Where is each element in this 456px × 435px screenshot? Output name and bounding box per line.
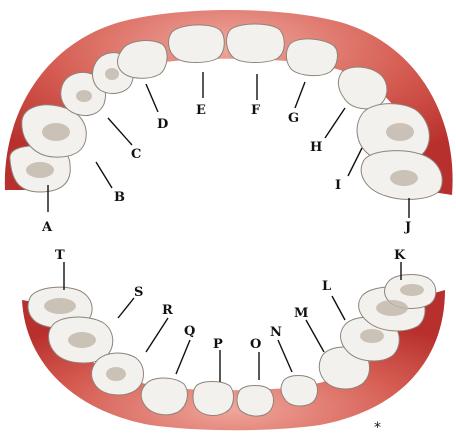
label-h: H bbox=[310, 140, 322, 155]
label-d: D bbox=[157, 117, 168, 132]
label-j: J bbox=[404, 220, 411, 235]
tooth-upper-canine-right bbox=[338, 67, 387, 109]
tooth-lower-canine-left bbox=[193, 382, 233, 416]
label-s: S bbox=[134, 285, 143, 300]
label-i: I bbox=[335, 178, 341, 193]
label-p: P bbox=[213, 337, 223, 352]
tooth-upper-canine-left bbox=[118, 41, 168, 79]
label-b: B bbox=[114, 190, 125, 205]
label-c: C bbox=[131, 147, 141, 162]
label-m: M bbox=[294, 306, 308, 321]
label-a: A bbox=[41, 220, 53, 235]
label-e: E bbox=[196, 103, 206, 118]
label-r: R bbox=[162, 303, 173, 318]
tooth-upper-central bbox=[227, 24, 285, 63]
label-t: T bbox=[55, 248, 65, 263]
tooth-lower-incisor-left bbox=[237, 386, 273, 417]
tooth-upper-lateral-right bbox=[286, 39, 337, 76]
label-g: G bbox=[288, 111, 299, 126]
footnote-asterisk: * bbox=[374, 420, 381, 435]
label-o: O bbox=[250, 337, 261, 352]
tooth-lower-incisor-right bbox=[281, 376, 317, 407]
label-n: N bbox=[270, 325, 282, 340]
label-q: Q bbox=[184, 324, 195, 339]
tooth-upper-lateral-left bbox=[169, 25, 225, 63]
tooth-labels: A B C D E F G H I J K L M N O P Q R S T bbox=[41, 103, 411, 352]
tooth-lower-premolar-left-1 bbox=[141, 378, 187, 415]
label-l: L bbox=[322, 279, 331, 294]
label-f: F bbox=[251, 103, 261, 118]
label-k: K bbox=[394, 248, 406, 263]
